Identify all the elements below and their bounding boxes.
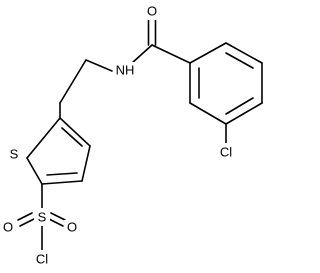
benzene-inner-double-1 [225,52,254,69]
amide-nitrogen-label-mask [114,62,137,78]
thiophene-sulfur-label-mask [6,145,22,161]
thiophene-sulfur-label: S [10,146,19,161]
sulfonyl-oxygen-left-mask [0,220,16,236]
sulfonyl-chlorine-label: Cl [36,251,48,266]
sulfonyl-oxygen-left-label: O [3,219,13,234]
structure-canvas: O NH S Cl S O O Cl [0,3,263,268]
thiophene-inner-double-2 [46,172,78,176]
sulfonyl-sulfur-label-mask [34,208,50,226]
benzene-bond-5 [189,102,227,125]
carbonyl-oxygen-label-mask [144,4,160,20]
aryl-chlorine-label: Cl [220,144,232,159]
sulfonyl-oxygen-right-label: O [67,219,77,234]
thiophene-bond-s-c5 [26,117,61,159]
sulfonyl-right-oxygen-bond-a [50,212,66,221]
benzene-bond-2 [225,42,263,64]
carbonyl-oxygen-label: O [147,3,157,18]
benzene-inner-double-2 [225,97,254,115]
benzene-bond-1 [189,42,227,64]
thiophene-bond-c5-c4 [59,117,91,147]
benzene-bond-4 [225,102,263,125]
sulfonyl-oxygen-right-mask [64,220,80,236]
ethyl-chain-bond [59,59,87,104]
molecule-structure: O NH S Cl S O O Cl [0,3,263,268]
sulfonyl-chlorine-label-mask [28,250,56,268]
aryl-chlorine-label-mask [212,143,240,161]
thiophene-bond-c2-s [26,157,43,185]
carbonyl-to-nitrogen-bond [131,44,153,64]
nitrogen-to-ethyl-bond [85,59,113,72]
sulfonyl-left-oxygen-bond-a [17,212,33,221]
sulfonyl-left-oxygen-bond-b [19,218,35,227]
thiophene-bond-c3-c2 [41,180,83,185]
sulfonyl-right-oxygen-bond-b [48,218,64,227]
sulfonyl-sulfur-label: S [38,209,47,224]
thiophene-inner-double-1 [61,127,83,147]
thiophene-bond-c4-c3 [81,145,91,182]
carbonyl-to-ring-bond [151,44,191,64]
amide-nitrogen-label: NH [116,62,135,77]
